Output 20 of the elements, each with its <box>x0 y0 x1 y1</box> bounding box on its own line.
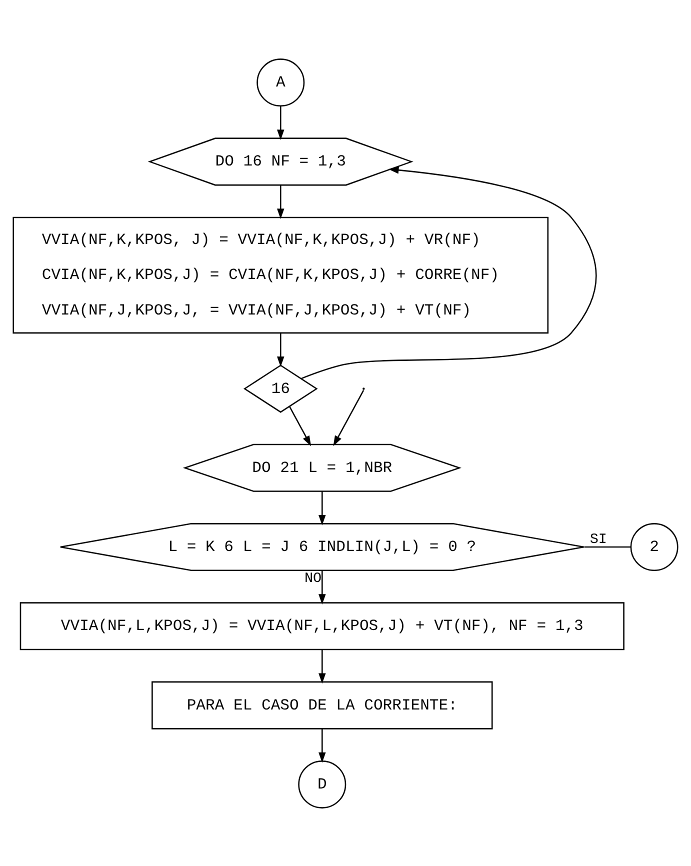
node-circle: 2 <box>630 522 678 571</box>
arrow <box>318 728 326 762</box>
arrow <box>289 406 312 446</box>
node-box: PARA EL CASO DE LA CORRIENTE: <box>152 680 493 729</box>
arrow <box>277 184 284 219</box>
node-circle: A <box>256 58 305 106</box>
arrow <box>318 570 326 604</box>
node-circle: D <box>298 760 346 808</box>
arrow <box>318 490 326 525</box>
arrow <box>318 649 326 684</box>
arrow <box>301 166 597 379</box>
arrow <box>333 389 364 446</box>
node-diamond: 16 <box>243 364 318 412</box>
node-box: VVIA(NF,K,KPOS, J) = VVIA(NF,K,KPOS,J) + VR(NF) CVIA(NF,K,KPOS,J) = CVIA(NF,K,KPOS,J) + CORRE(NF) VVIA(NF,J,KPOS,J, = VVIA(NF,J,KPOS,J) + VT(NF) <box>12 216 549 334</box>
arrow <box>277 332 284 366</box>
edge-label: SI <box>590 531 607 548</box>
arrow <box>277 106 284 140</box>
connector <box>584 546 631 548</box>
edge-label: NO <box>304 570 322 587</box>
node-box: VVIA(NF,L,KPOS,J) = VVIA(NF,L,KPOS,J) + VT(NF), NF = 1,3 <box>20 602 624 650</box>
